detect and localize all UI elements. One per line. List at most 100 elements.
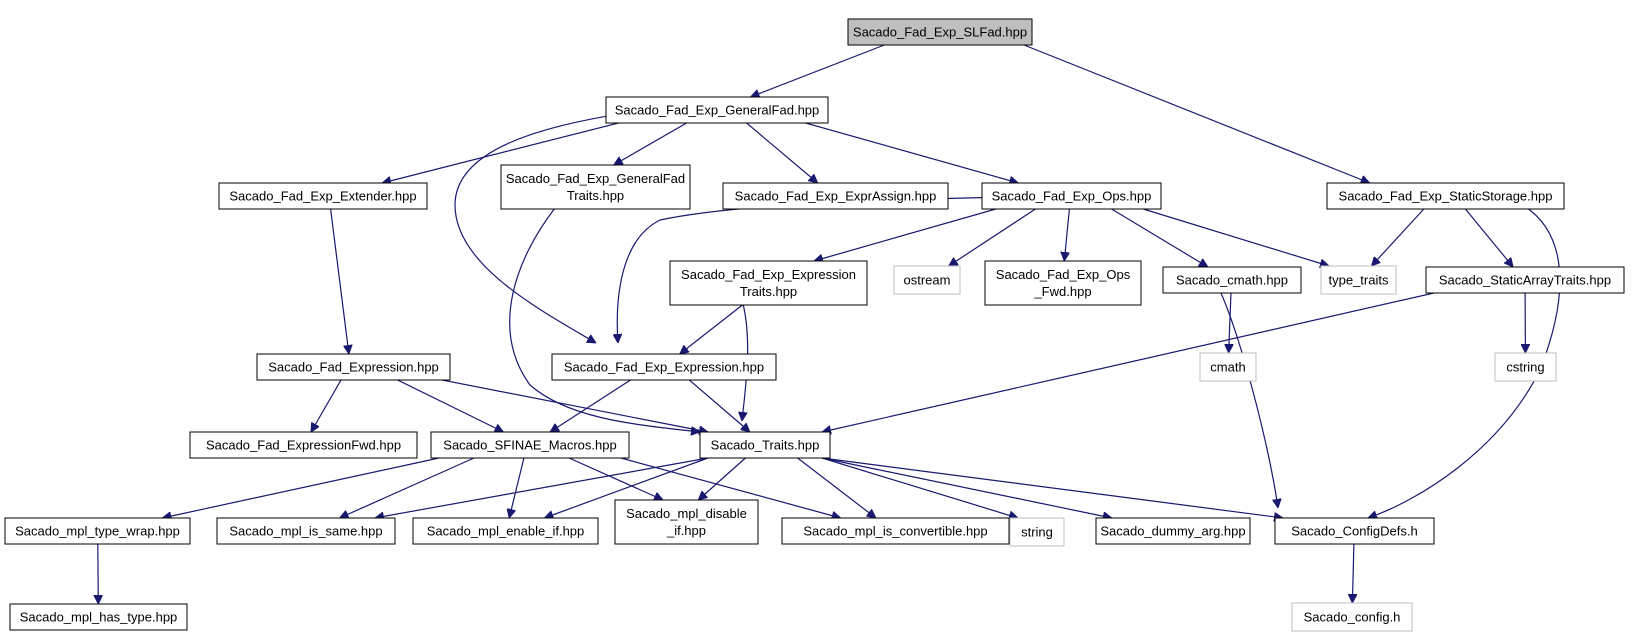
node-ops[interactable]: Sacado_Fad_Exp_Ops.hpp: [981, 182, 1162, 210]
node-label: Traits.hpp: [740, 284, 797, 299]
node-label: Sacado_Fad_Exp_StaticStorage.hpp: [1339, 189, 1553, 204]
node-box: [500, 164, 691, 210]
node-config: Sacado_config.h: [1291, 602, 1413, 632]
node-cmathhpp[interactable]: Sacado_cmath.hpp: [1162, 266, 1302, 294]
node-box: [551, 353, 777, 381]
node-label: Sacado_Fad_Exp_Expression: [681, 267, 856, 282]
node-typewrap[interactable]: Sacado_mpl_type_wrap.hpp: [4, 517, 191, 545]
node-box: [1494, 352, 1557, 382]
node-isconvertible[interactable]: Sacado_mpl_is_convertible.hpp: [781, 517, 1010, 545]
edge-gfadtraits-to-traits: [509, 207, 700, 432]
node-label: Sacado_Fad_Exp_GeneralFad.hpp: [615, 103, 820, 118]
edge-traits-to-isconvertible: [797, 457, 876, 518]
node-box: [1009, 517, 1065, 547]
node-label: string: [1021, 525, 1053, 540]
node-label: Sacado_mpl_disable: [626, 506, 747, 521]
node-label: Sacado_mpl_has_type.hpp: [20, 610, 178, 625]
edge-sfinae-to-typewrap: [162, 457, 440, 518]
node-label: Sacado_SFINAE_Macros.hpp: [443, 438, 616, 453]
node-label: Sacado_Fad_Exp_GeneralFad: [506, 171, 685, 186]
edge-traits-to-dummyarg: [821, 457, 1112, 518]
edge-traits-to-issame: [375, 457, 709, 518]
edge-sfinae-to-disableif: [568, 457, 663, 500]
edge-sfinae-to-issame: [340, 457, 475, 518]
node-typetraits: type_traits: [1320, 265, 1397, 295]
node-enableif[interactable]: Sacado_mpl_enable_if.hpp: [412, 517, 599, 545]
node-box: [189, 431, 418, 459]
edge-traits-to-disableif: [698, 457, 746, 500]
node-sfinae[interactable]: Sacado_SFINAE_Macros.hpp: [430, 431, 630, 459]
node-label: ostream: [904, 273, 951, 288]
edge-staticarraytraits-to-traits: [822, 292, 1435, 432]
node-label: _if.hpp: [666, 523, 706, 538]
edge-traits-to-string: [821, 457, 1018, 518]
node-exprassign[interactable]: Sacado_Fad_Exp_ExprAssign.hpp: [722, 182, 949, 210]
node-dummyarg[interactable]: Sacado_dummy_arg.hpp: [1095, 517, 1251, 545]
node-box: [256, 353, 451, 381]
node-fadexpexpression[interactable]: Sacado_Fad_Exp_Expression.hpp: [551, 353, 777, 381]
edge-cmathhpp-to-configdefs: [1214, 279, 1278, 508]
edge-traits-to-configdefs: [821, 457, 1283, 518]
edge-cmathhpp-to-cmath: [1229, 292, 1231, 353]
node-box: [1291, 602, 1413, 632]
node-cmath: cmath: [1199, 352, 1257, 382]
node-opsfwd[interactable]: Sacado_Fad_Exp_Ops_Fwd.hpp: [984, 260, 1142, 306]
node-expressionfwd[interactable]: Sacado_Fad_ExpressionFwd.hpp: [189, 431, 418, 459]
node-slfad[interactable]: Sacado_Fad_Exp_SLFad.hpp: [847, 18, 1033, 46]
node-label: Sacado_Fad_Exp_SLFad.hpp: [853, 25, 1027, 40]
node-box: [614, 499, 759, 545]
node-label: Sacado_Fad_Expression.hpp: [268, 360, 439, 375]
node-staticarraytraits[interactable]: Sacado_StaticArrayTraits.hpp: [1425, 266, 1625, 294]
node-box: [1095, 517, 1251, 545]
node-label: Sacado_Traits.hpp: [711, 438, 820, 453]
edge-ops-to-exprtraits: [814, 208, 996, 261]
node-label: Sacado_dummy_arg.hpp: [1100, 524, 1245, 539]
node-label: type_traits: [1329, 273, 1389, 288]
edge-generalfad-to-exprassign: [746, 122, 818, 183]
node-box: [1320, 265, 1397, 295]
node-box: [1274, 517, 1435, 545]
edge-slfad-to-generalfad: [751, 44, 885, 97]
node-label: Sacado_Fad_Exp_Extender.hpp: [229, 189, 416, 204]
node-box: [1425, 266, 1625, 294]
node-label: cmath: [1210, 360, 1245, 375]
node-hastype[interactable]: Sacado_mpl_has_type.hpp: [9, 603, 188, 631]
node-configdefs[interactable]: Sacado_ConfigDefs.h: [1274, 517, 1435, 545]
edge-ops-to-typetraits: [1143, 208, 1329, 266]
node-ostream: ostream: [893, 265, 961, 295]
node-disableif[interactable]: Sacado_mpl_disable _if.hpp: [614, 499, 759, 545]
node-label: Sacado_mpl_is_same.hpp: [229, 524, 382, 539]
node-fadexpression[interactable]: Sacado_Fad_Expression.hpp: [256, 353, 451, 381]
node-label: Sacado_mpl_enable_if.hpp: [427, 524, 585, 539]
node-box: [847, 18, 1033, 46]
edge-fadexpression-to-expressionfwd: [310, 379, 342, 432]
node-label: Sacado_Fad_Exp_Expression.hpp: [564, 360, 764, 375]
node-box: [981, 182, 1162, 210]
edge-staticstorage-to-staticarraytraits: [1464, 208, 1513, 267]
nodes-layer: Sacado_Fad_Exp_SLFad.hppSacado_Fad_Exp_G…: [4, 18, 1625, 632]
node-label: Sacado_Fad_Exp_ExprAssign.hpp: [735, 189, 937, 204]
edge-configdefs-to-config: [1352, 543, 1354, 603]
node-box: [4, 517, 191, 545]
node-traits[interactable]: Sacado_Traits.hpp: [699, 431, 831, 459]
node-issame[interactable]: Sacado_mpl_is_same.hpp: [216, 517, 396, 545]
edge-fadexpexpression-to-traits: [688, 379, 750, 432]
node-box: [1162, 266, 1302, 294]
node-box: [984, 260, 1142, 306]
node-box: [781, 517, 1010, 545]
node-box: [430, 431, 630, 459]
node-label: Sacado_Fad_ExpressionFwd.hpp: [206, 438, 401, 453]
node-box: [218, 182, 428, 210]
node-string: string: [1009, 517, 1065, 547]
node-extender[interactable]: Sacado_Fad_Exp_Extender.hpp: [218, 182, 428, 210]
edge-ops-to-ostream: [949, 208, 1036, 266]
edge-generalfad-to-ops: [805, 122, 1019, 183]
edge-ops-to-cmathhpp: [1111, 208, 1208, 267]
node-generalfad[interactable]: Sacado_Fad_Exp_GeneralFad.hpp: [605, 96, 829, 124]
node-box: [1326, 182, 1565, 210]
node-staticstorage[interactable]: Sacado_Fad_Exp_StaticStorage.hpp: [1326, 182, 1565, 210]
node-box: [699, 431, 831, 459]
node-label: Sacado_StaticArrayTraits.hpp: [1439, 273, 1611, 288]
